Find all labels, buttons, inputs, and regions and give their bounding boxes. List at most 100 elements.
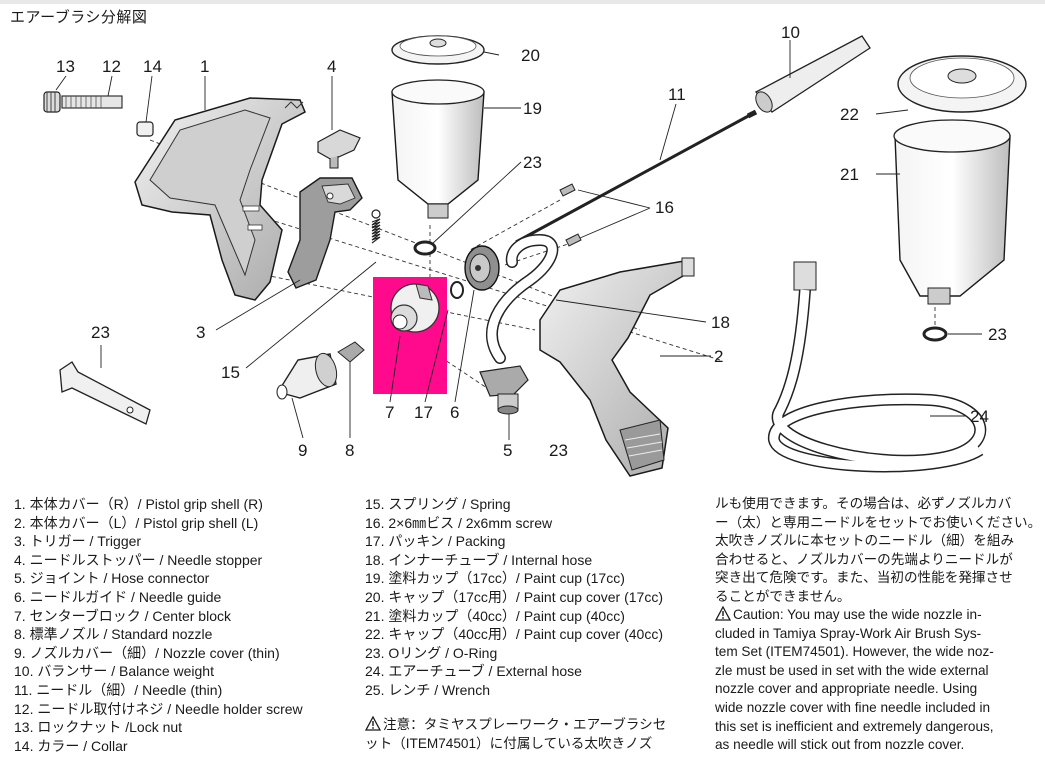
warning-icon	[365, 716, 381, 731]
warning-icon	[715, 606, 731, 621]
legend-item: 6. ニードルガイド / Needle guide	[14, 588, 222, 605]
parts-legend-column-1: 1. 本体カバー（R）/ Pistol grip shell (R) 2. 本体…	[14, 495, 303, 755]
part-23-o-ring-right	[922, 326, 948, 342]
legend-item: 15. スプリング / Spring	[365, 496, 511, 512]
jp-caution-line-2: ット（ITEM74501）に付属している太吹きノズ	[365, 735, 653, 751]
callout-23-lower: 23	[549, 441, 568, 460]
jp-line: ることができません。	[715, 588, 851, 604]
en-line: zle must be used in set with the wide ex…	[715, 662, 989, 678]
top-scan-edge	[0, 0, 1045, 4]
legend-item: 16. 2×6㎜ビス / 2x6mm screw	[365, 514, 553, 531]
callout-16: 16	[655, 198, 674, 217]
callout-12: 12	[102, 57, 121, 76]
part-11-needle	[515, 109, 758, 244]
callout-6: 6	[450, 403, 459, 422]
jp-caution-line-1: 注意：タミヤスプレーワーク・エアーブラシセ	[365, 716, 666, 735]
legend-item: 7. センターブロック / Center block	[14, 607, 231, 624]
legend-item: 3. トリガー / Trigger	[14, 533, 142, 550]
jp-caution-text-1: 注意：タミヤスプレーワーク・エアーブラシセ	[383, 717, 667, 732]
part-14-collar	[136, 121, 154, 137]
legend-item: 11. ニードル（細）/ Needle (thin)	[14, 681, 223, 698]
legend-item: 19. 塗料カップ（17cc）/ Paint cup (17cc)	[365, 570, 625, 587]
part-1-grip-shell-right	[134, 97, 306, 301]
part-25-wrench	[59, 361, 151, 425]
callout-4: 4	[327, 57, 336, 76]
legend-item: 8. 標準ノズル / Standard nozzle	[14, 626, 213, 643]
callout-1: 1	[200, 57, 209, 76]
callout-13: 13	[56, 57, 75, 76]
part-17-packing	[450, 281, 464, 299]
part-6-needle-guide	[464, 245, 500, 291]
legend-item: 25. レンチ / Wrench	[365, 681, 491, 698]
legend-item: 5. ジョイント / Hose connector	[14, 570, 210, 587]
part-16-screws	[559, 183, 582, 247]
part-12-needle-holder-screw	[61, 95, 123, 109]
jp-line: ー（太）と専用ニードルをセットでお使いください。	[715, 514, 1042, 530]
leader-lines	[55, 40, 982, 440]
legend-item: 21. 塗料カップ（40cc）/ Paint cup (40cc)	[365, 607, 625, 624]
callout-14: 14	[143, 57, 162, 76]
en-line: nozzle cover and appropriate needle. Usi…	[715, 681, 978, 697]
callout-17: 17	[414, 403, 433, 422]
jp-caution-start: 注意：タミヤスプレーワーク・エアーブラシセ ット（ITEM74501）に付属して…	[365, 716, 666, 753]
legend-item: 2. 本体カバー（L）/ Pistol grip shell (L)	[14, 514, 259, 531]
part-24-external-hose	[768, 261, 987, 473]
callout-7: 7	[385, 403, 394, 422]
callout-15: 15	[221, 363, 240, 382]
callout-numbers: 13 12 14 1 4 20 19 23 10 11 16 18 2 22 2…	[56, 23, 1007, 460]
legend-item: 9. ノズルカバー（細）/ Nozzle cover (thin)	[14, 644, 280, 661]
jp-line: 太吹きノズルに本セットのニードル（細）を組み	[715, 533, 1015, 549]
jp-caution-continued: ルも使用できます。その場合は、必ずノズルカバ ー（太）と専用ニードルをセットでお…	[715, 495, 1041, 607]
part-21-paint-cup-40cc	[893, 119, 1011, 305]
jp-line: 突き出て危険です。また、当初の性能を発揮させ	[715, 570, 1013, 586]
highlight-center-block	[373, 277, 447, 394]
part-13-lock-nut	[43, 91, 61, 113]
part-19-paint-cup-17cc	[391, 79, 485, 219]
callout-23-upper: 23	[523, 153, 542, 172]
callout-10: 10	[781, 23, 800, 42]
callout-23-right: 23	[988, 325, 1007, 344]
part-10-balance-weight	[755, 35, 871, 113]
callout-20: 20	[521, 46, 540, 65]
legend-item: 18. インナーチューブ / Internal hose	[365, 551, 593, 568]
en-caution-text-1: Caution: You may use the wide nozzle in-	[733, 607, 982, 622]
legend-item: 13. ロックナット /Lock nut	[14, 719, 183, 736]
callout-3: 3	[196, 323, 205, 342]
part-18-internal-hose	[485, 233, 559, 364]
callout-25: 23	[91, 323, 110, 342]
legend-item: 1. 本体カバー（R）/ Pistol grip shell (R)	[14, 496, 263, 512]
legend-item: 22. キャップ（40cc用）/ Paint cup cover (40cc)	[365, 626, 663, 643]
jp-line: 合わせると、ノズルカバーの先端よりニードルが	[715, 551, 1013, 567]
part-4-needle-stopper	[317, 129, 361, 169]
part-3-trigger	[287, 177, 363, 289]
parts-legend-column-2: 15. スプリング / Spring 16. 2×6㎜ビス / 2x6mm sc…	[365, 495, 663, 700]
callout-11: 11	[668, 85, 686, 104]
part-2-grip-shell-left	[539, 257, 695, 477]
callout-21: 21	[840, 165, 859, 184]
callout-18: 18	[711, 313, 730, 332]
callout-22: 22	[840, 105, 859, 124]
en-line: cluded in Tamiya Spray-Work Air Brush Sy…	[715, 625, 982, 641]
en-caution-line-1: Caution: You may use the wide nozzle in-	[715, 606, 994, 625]
legend-item: 23. Oリング / O-Ring	[365, 644, 498, 661]
exploded-view-diagram: 13 12 14 1 4 20 19 23 10 11 16 18 2 22 2…	[43, 23, 1027, 477]
english-caution: Caution: You may use the wide nozzle in-…	[715, 606, 994, 755]
legend-item: 20. キャップ（17cc用）/ Paint cup cover (17cc)	[365, 588, 663, 605]
part-9-nozzle-cover	[276, 352, 338, 400]
part-22-cup-cover-40cc	[897, 55, 1027, 113]
legend-item: 17. パッキン / Packing	[365, 533, 506, 550]
page-title: エアーブラシ分解図	[10, 8, 148, 26]
callout-24: 24	[970, 407, 989, 426]
en-line: wide nozzle cover with fine needle inclu…	[715, 699, 991, 715]
en-line: tem Set (ITEM74501). However, the wide n…	[715, 644, 994, 660]
callout-5: 5	[503, 441, 512, 460]
callout-19: 19	[523, 99, 542, 118]
jp-line: ルも使用できます。その場合は、必ずノズルカバ	[715, 496, 1012, 511]
part-8-standard-nozzle	[337, 341, 365, 363]
legend-item: 24. エアーチューブ / External hose	[365, 663, 582, 680]
legend-item: 4. ニードルストッパー / Needle stopper	[14, 551, 263, 568]
en-line: as needle will stick out from nozzle cov…	[715, 737, 965, 753]
callout-8: 8	[345, 441, 354, 460]
part-5-hose-connector	[479, 365, 529, 415]
